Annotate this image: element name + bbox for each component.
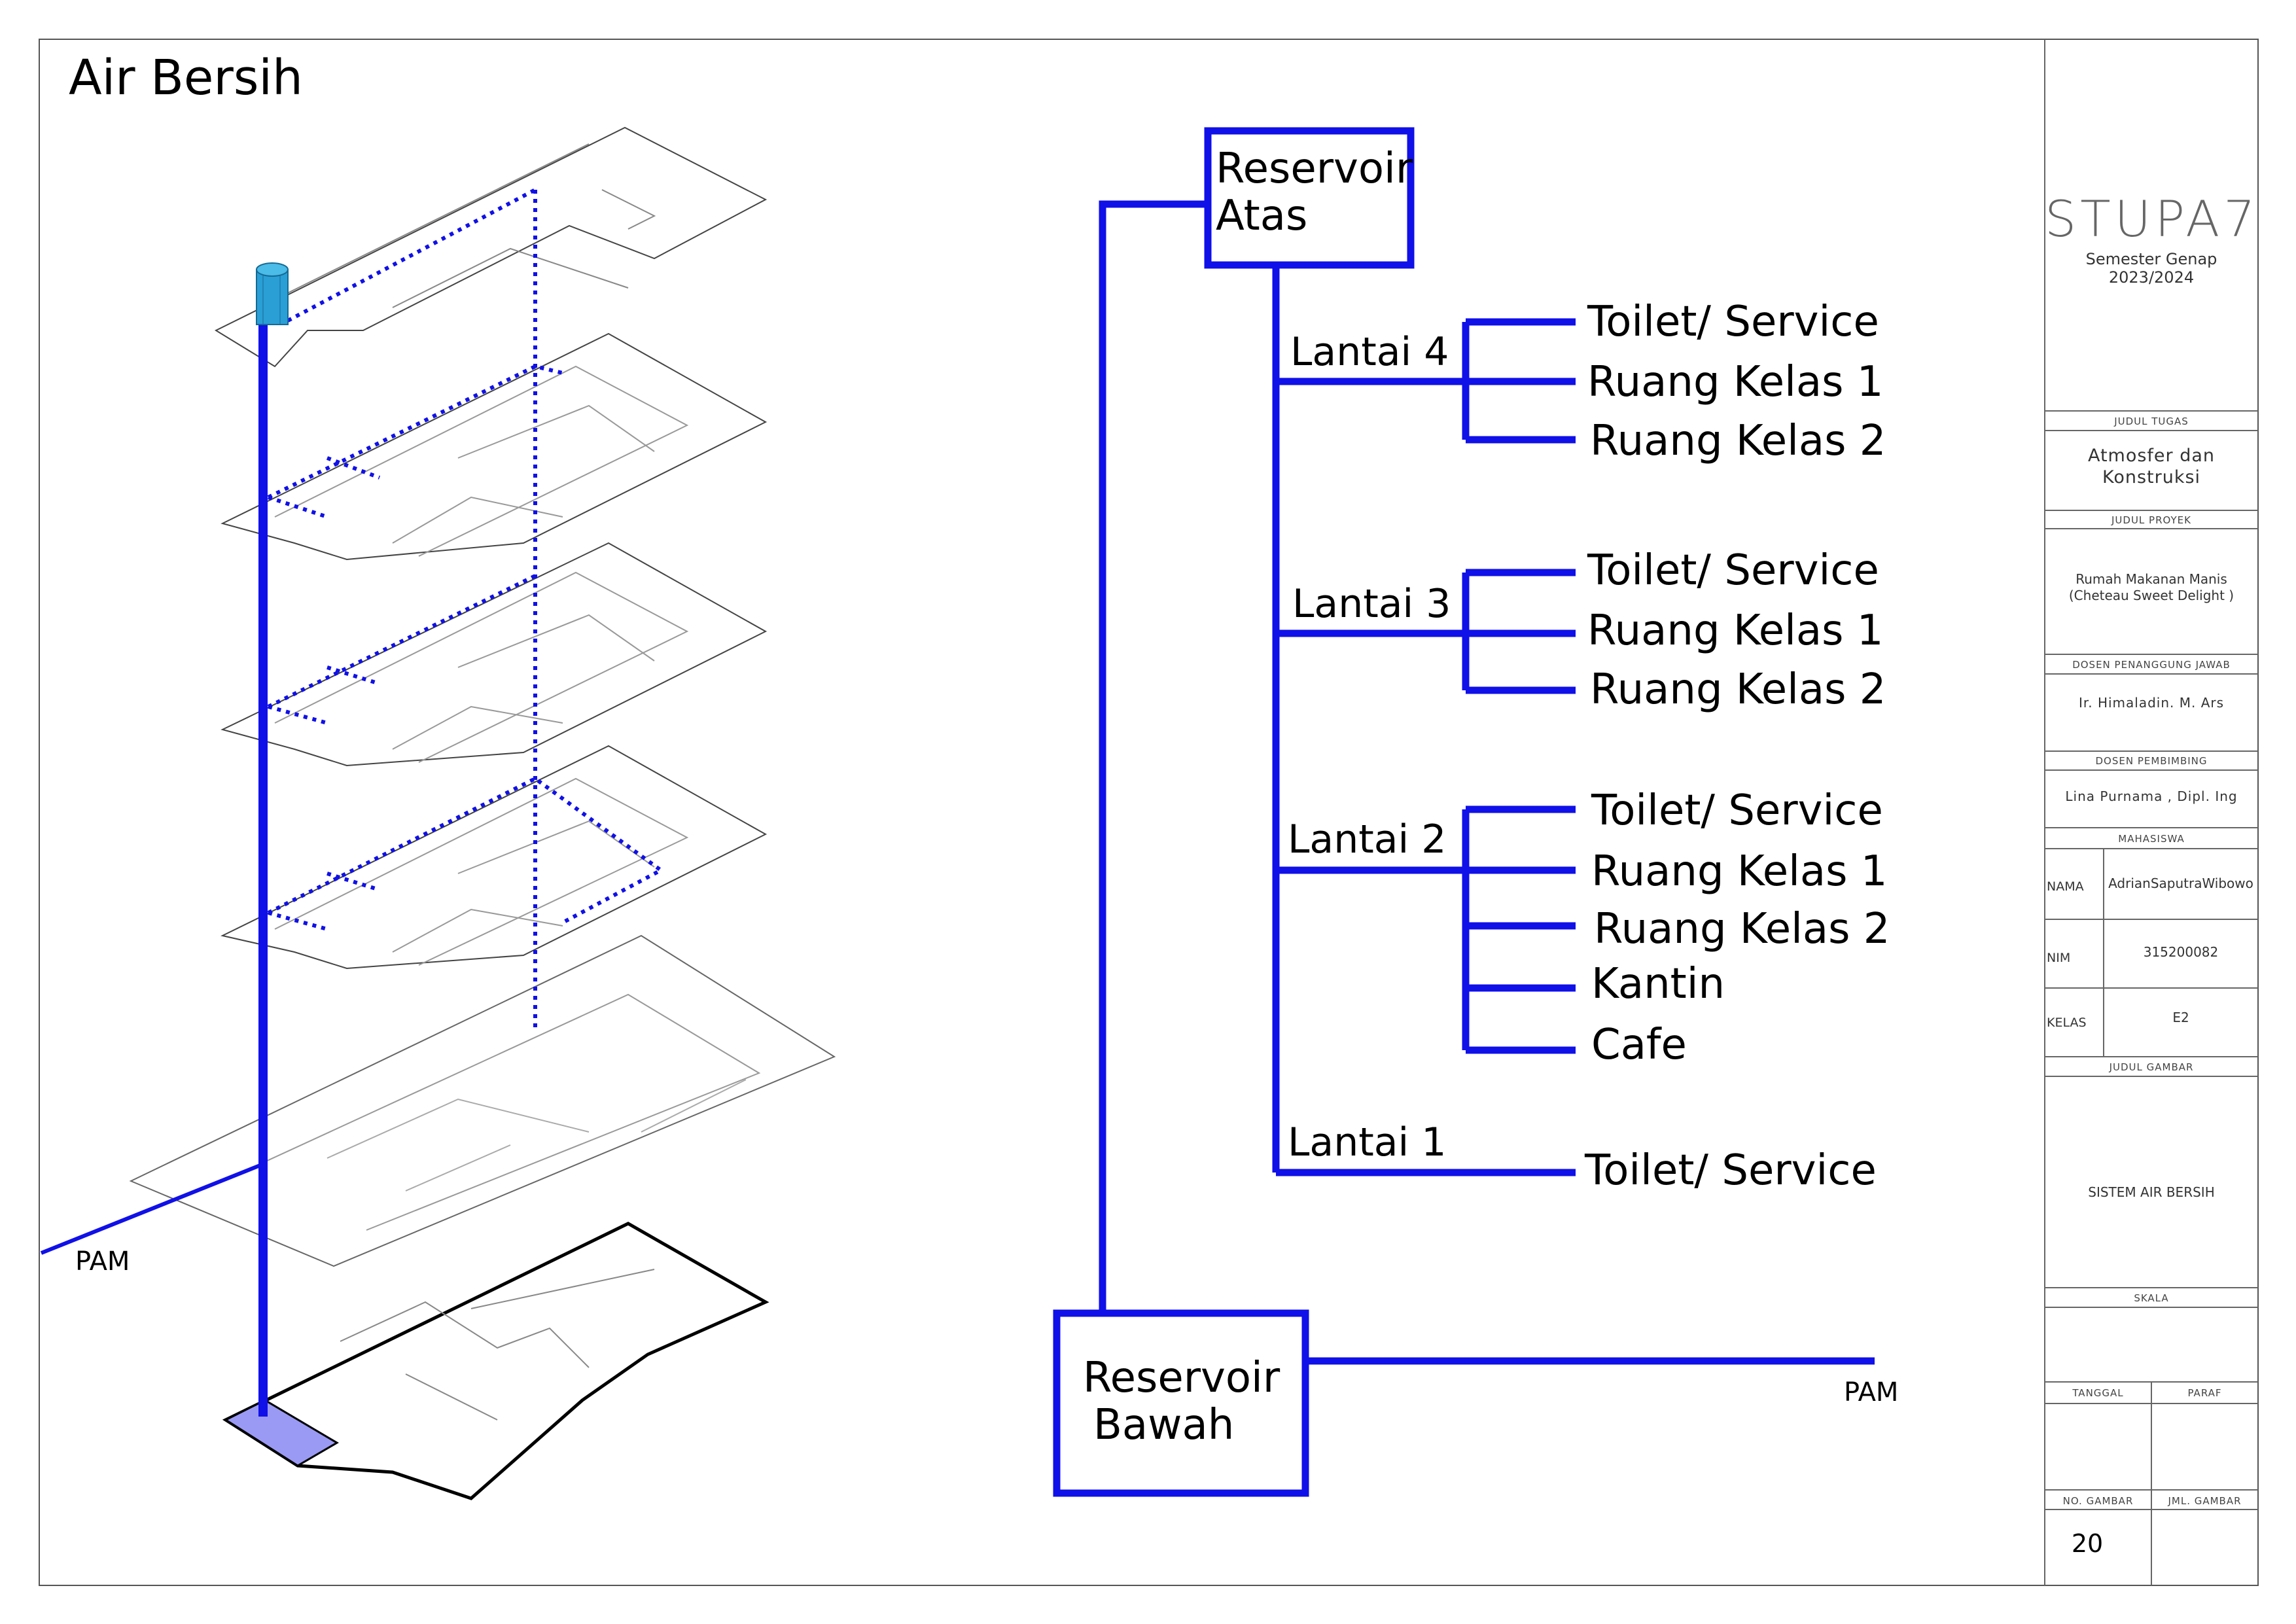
semester-text: Semester Genap [2085, 250, 2217, 268]
floor-label-lantai-2: Lantai 2 [1288, 817, 1447, 862]
room-l2-kelas-2: Ruang Kelas 2 [1594, 905, 1890, 953]
nama-value: AdrianSaputraWibowo [2108, 875, 2253, 891]
dotted-l2-line [267, 776, 665, 925]
room-l2-kantin: Kantin [1591, 960, 1725, 1008]
judul-tugas-label: JUDUL TUGAS [2114, 415, 2189, 427]
title-block [2044, 39, 2258, 1585]
nim-label: NIM [2047, 951, 2071, 965]
pam-inlet-pipe [40, 1163, 263, 1255]
judul-gambar-value: SISTEM AIR BERSIH [2088, 1184, 2215, 1200]
floor-label-lantai-4: Lantai 4 [1290, 329, 1449, 375]
dotted-l2-branch [268, 911, 328, 931]
floor-slab-lantai-2 [221, 745, 768, 970]
reservoir-atas-box [1204, 127, 1415, 269]
reservoir-link-pipe [1099, 200, 1208, 1313]
judul-tugas-value: Atmosfer dan Konstruksi [2087, 446, 2216, 487]
isometric-water-pipes [40, 188, 665, 1417]
room-l4-kelas-1: Ruang Kelas 1 [1587, 358, 1884, 406]
no-gambar-label: NO. GAMBAR [2062, 1495, 2134, 1507]
basement-reservoir-area [223, 1399, 339, 1467]
rooftop-water-tank-icon [256, 262, 289, 325]
nim-value: 315200082 [2143, 944, 2219, 960]
judul-proyek-label: JUDUL PROYEK [2111, 514, 2191, 526]
judul-proyek-line-1: Rumah Makanan Manis [2075, 571, 2227, 587]
dotted-l3-branch [268, 705, 328, 725]
floor-label-lantai-3: Lantai 3 [1292, 581, 1451, 627]
nama-label: NAMA [2047, 879, 2084, 894]
year-text: 2023/2024 [2108, 268, 2195, 287]
dotted-roof-line [287, 188, 537, 323]
room-l3-kelas-1: Ruang Kelas 1 [1587, 607, 1884, 655]
judul-proyek-line-2: (Cheteau Sweet Delight ) [2068, 588, 2234, 603]
dotted-l3-line [267, 574, 537, 709]
kelas-value: E2 [2172, 1010, 2189, 1025]
schematic-diagram [1053, 127, 1875, 1497]
room-l4-toilet: Toilet/ Service [1587, 298, 1879, 346]
dosen-pembimbing-value: Lina Purnama , Dipl. Ing [2065, 788, 2238, 804]
mahasiswa-label: MAHASISWA [2118, 833, 2185, 845]
kelas-label: KELAS [2047, 1015, 2087, 1030]
judul-gambar-label: JUDUL GAMBAR [2109, 1061, 2194, 1073]
room-l3-toilet: Toilet/ Service [1587, 546, 1879, 595]
no-gambar-value: 20 [2071, 1529, 2104, 1558]
dotted-l4-branch [268, 495, 328, 519]
roof-slab [214, 126, 768, 368]
reservoir-bawah-label: Reservoir Bawah [1083, 1354, 1280, 1449]
floor-slab-lantai-1 [129, 934, 836, 1267]
dosen-pj-value: Ir. Himaladin. M. Ars [2078, 695, 2225, 711]
reservoir-bawah-box [1053, 1309, 1309, 1497]
jml-gambar-label: JML. GAMBAR [2168, 1495, 2242, 1507]
room-l1-toilet: Toilet/ Service [1585, 1146, 1877, 1195]
sheet-border [39, 39, 2259, 1586]
room-l3-kelas-2: Ruang Kelas 2 [1590, 665, 1886, 714]
floor-slab-lantai-4 [221, 332, 768, 561]
stupa-logo-text: STUPA7 [2045, 190, 2259, 248]
room-l4-kelas-2: Ruang Kelas 2 [1590, 417, 1886, 465]
room-l2-toilet: Toilet/ Service [1591, 786, 1883, 835]
room-l2-kelas-1: Ruang Kelas 1 [1591, 847, 1888, 896]
page-title: Air Bersih [69, 50, 303, 106]
floor-slab-lantai-3 [221, 542, 768, 767]
basement-slab [222, 1222, 769, 1500]
reservoir-atas-label: Reservoir Atas [1216, 145, 1413, 240]
isometric-building [129, 126, 836, 1500]
dosen-pj-label: DOSEN PENANGGUNG JAWAB [2072, 659, 2231, 671]
room-l2-cafe: Cafe [1591, 1021, 1687, 1069]
dosen-pembimbing-label: DOSEN PEMBIMBING [2095, 755, 2208, 767]
pam-label-right: PAM [1844, 1377, 1899, 1407]
paraf-label: PARAF [2187, 1387, 2222, 1399]
floor-label-lantai-1: Lantai 1 [1288, 1120, 1447, 1165]
tanggal-label: TANGGAL [2072, 1387, 2124, 1399]
pam-label-left: PAM [75, 1246, 130, 1277]
skala-label: SKALA [2134, 1292, 2169, 1304]
